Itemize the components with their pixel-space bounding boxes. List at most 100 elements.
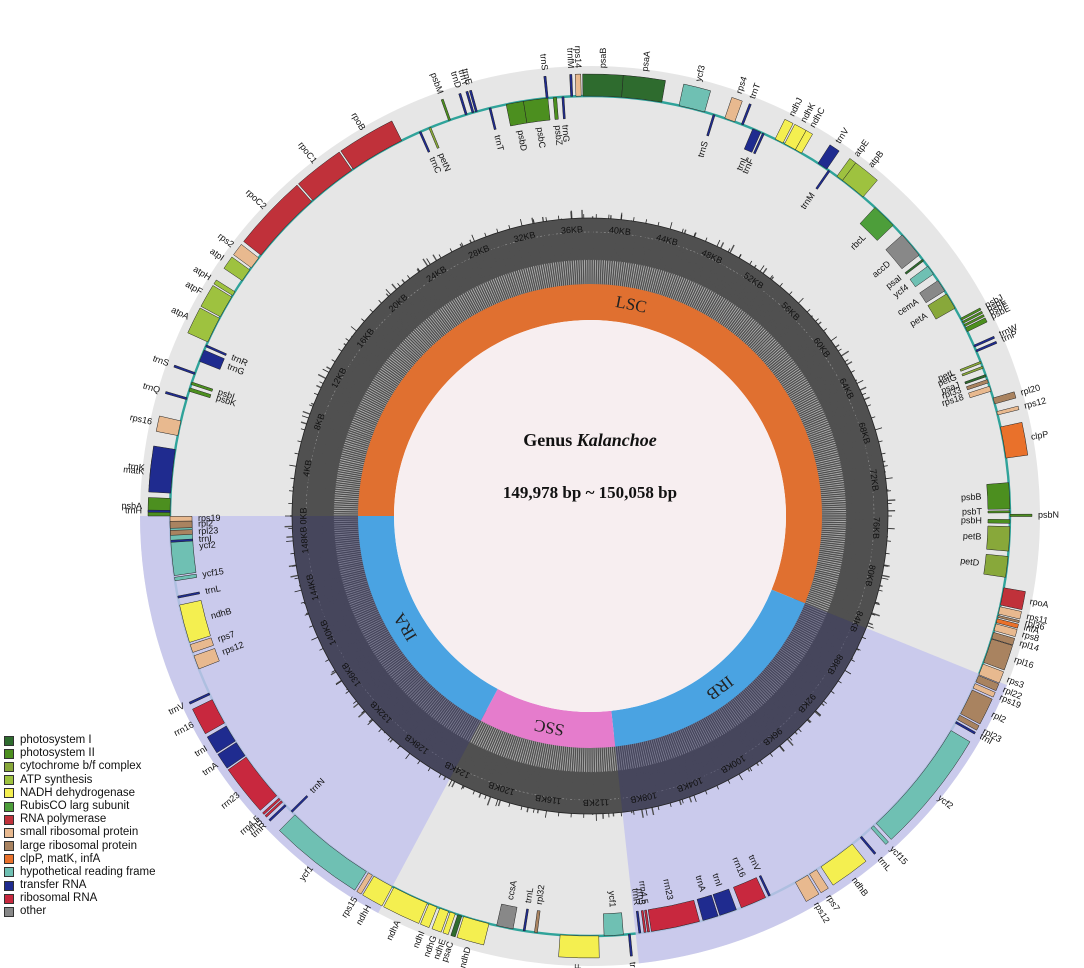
- kb-tick-label: 32KB: [513, 230, 537, 245]
- legend-swatch: [4, 775, 14, 786]
- kb-tick-label: 40KB: [608, 225, 631, 237]
- gene-block: [885, 234, 920, 270]
- gene-label: trnH: [125, 505, 142, 515]
- gene-label: rps14: [573, 46, 584, 69]
- gene-label: rrn5: [635, 888, 647, 905]
- gene-block: [997, 615, 1020, 623]
- gene-label: ycf2: [936, 793, 955, 811]
- gene-label: trnS: [538, 53, 550, 70]
- gene-block: [233, 244, 260, 269]
- gene-block: [155, 415, 182, 436]
- gene-label: psbC: [535, 127, 548, 150]
- gene-block: [859, 835, 877, 855]
- gene-block: [774, 118, 794, 144]
- gene-label: ccsA: [505, 880, 519, 901]
- gene-label: rpl2: [990, 709, 1008, 725]
- gene-block: [192, 699, 225, 735]
- gene-block: [227, 756, 278, 811]
- gene-block: [522, 908, 529, 932]
- gene-block: [795, 874, 820, 902]
- gene-block: [298, 151, 353, 201]
- gene-block: [758, 875, 771, 897]
- legend-swatch: [4, 814, 14, 825]
- legend-item: RNA polymerase: [4, 813, 156, 826]
- gene-block: [975, 675, 1000, 692]
- gene-block: [558, 934, 600, 959]
- legend-label: small ribosomal protein: [20, 826, 139, 839]
- gene-block: [957, 714, 980, 731]
- irb-gc-overlay: [613, 598, 867, 813]
- gene-block: [603, 912, 624, 937]
- legend-item: photosystem I: [4, 734, 156, 747]
- gene-block: [290, 795, 309, 813]
- gene-block: [647, 899, 700, 932]
- gene-label: trnE: [460, 67, 474, 86]
- gene-label: trnI: [198, 533, 212, 544]
- gene-label: rps4: [734, 75, 749, 95]
- legend-label: RNA polymerase: [20, 813, 107, 826]
- gene-label: trnT: [492, 134, 506, 152]
- legend-label: other: [20, 905, 47, 918]
- gene-block: [743, 128, 762, 153]
- legend-label: hypothetical reading frame: [20, 865, 156, 878]
- gene-block: [534, 910, 541, 933]
- legend-label: clpP, matK, infA: [20, 852, 101, 865]
- gene-label: ndhH: [354, 903, 373, 927]
- gene-block: [456, 916, 490, 946]
- gene-block: [712, 888, 737, 916]
- legend-item: photosystem II: [4, 747, 156, 760]
- gene-label: matK: [123, 464, 145, 476]
- gene-block: [961, 310, 984, 324]
- legend-swatch: [4, 893, 14, 904]
- gene-label: rrn16: [172, 719, 195, 738]
- gene-label: infA: [1023, 622, 1041, 636]
- kb-tick-label: 148KB: [298, 526, 310, 554]
- gene-block: [992, 391, 1017, 405]
- gene-layer: [147, 73, 1033, 959]
- gene-block: [243, 184, 312, 256]
- gene-label: trnL: [204, 583, 221, 596]
- gene-label: trnL: [523, 887, 535, 904]
- gene-block: [431, 907, 449, 933]
- center-disc: [394, 320, 786, 712]
- gene-label: clpP: [1030, 429, 1049, 442]
- irb-region-arc: [611, 589, 805, 747]
- gene-label: ycf15: [202, 566, 225, 579]
- gene-block: [213, 279, 236, 296]
- gene-block: [993, 623, 1018, 637]
- gene-block: [569, 74, 574, 97]
- kb-tick-label: 36KB: [561, 224, 584, 235]
- gene-block: [987, 519, 1011, 524]
- scale-ticks: [285, 211, 895, 821]
- gene-block: [496, 903, 518, 930]
- gene-label: rpoC1: [296, 140, 319, 165]
- gene-block: [206, 725, 236, 754]
- gene-block: [148, 445, 176, 494]
- legend-swatch: [4, 735, 14, 746]
- legend-item: clpP, matK, infA: [4, 853, 156, 866]
- gene-block: [820, 843, 867, 886]
- gene-block: [420, 903, 438, 928]
- gene-label: petD: [960, 556, 981, 568]
- gene-label: rrn4.5: [637, 880, 650, 905]
- gene-label: psbT: [962, 506, 983, 516]
- gene-label: trnA: [694, 874, 708, 893]
- legend-swatch: [4, 854, 14, 865]
- legend-swatch: [4, 748, 14, 759]
- gene-block: [193, 648, 220, 670]
- gene-block: [986, 525, 1011, 552]
- gene-block: [199, 349, 225, 370]
- gene-label: rpoA: [1029, 596, 1050, 609]
- gene-label: psbM: [429, 71, 446, 95]
- gene-block: [961, 365, 984, 377]
- gene-block: [635, 910, 642, 934]
- legend-label: photosystem I: [20, 734, 92, 746]
- gene-block: [169, 520, 193, 529]
- gene-block: [927, 293, 956, 320]
- gene-block: [1000, 587, 1026, 611]
- legend-label: ATP synthesis: [20, 773, 93, 786]
- gene-label: atpE: [852, 138, 871, 159]
- legend-swatch: [4, 761, 14, 772]
